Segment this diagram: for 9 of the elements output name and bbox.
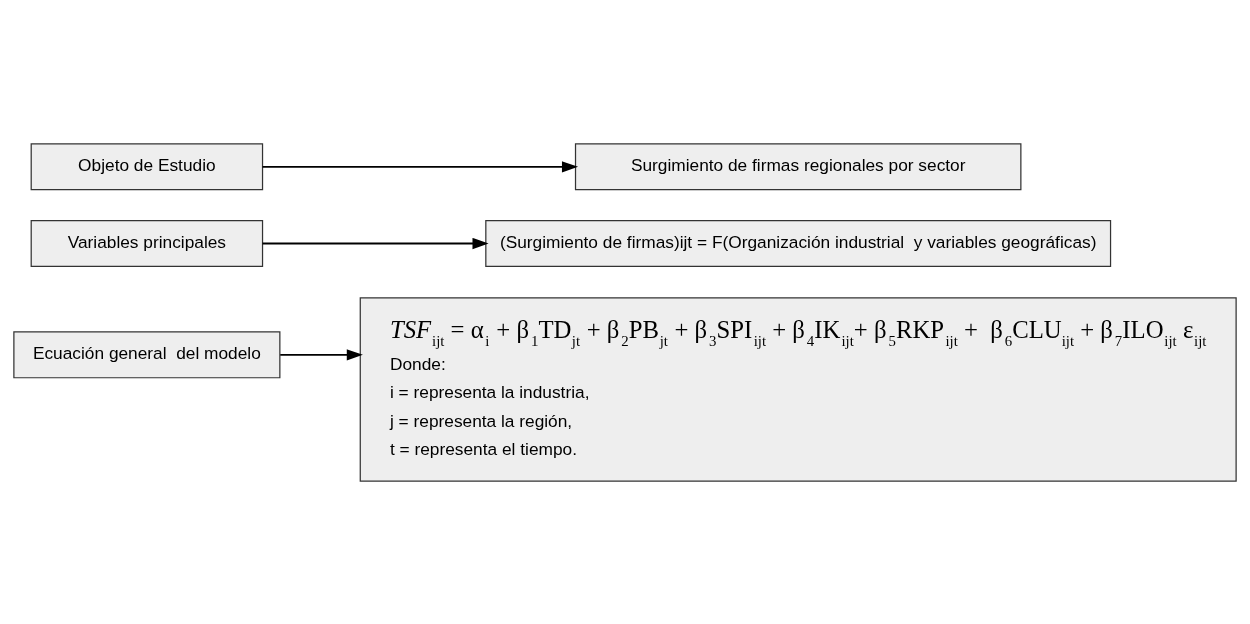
node-box: TSF$_{ijt}$ = α$_{i}$ + β$_{1}$TD$_{jt}$ + β$_{2}$PB$_{jt}$ + β$_{3}$SPI$_{ijt}$ + β$_{4}$IK$_{ijt}$+ β$_{5}$RKP$_{ijt}$ + β$_{6}$CLU$_{ijt}$ + β$_{7}$ILO$_{ijt}$ ε$_{ijt}$ Donde: i = representa la industria, j = representa la región, t = representa el tiempo. — [359, 296, 1237, 482]
arrow — [261, 160, 579, 172]
arrow — [279, 348, 363, 360]
node-box: Objeto de Estudio — [30, 142, 264, 190]
node-box: (Surgimiento de firmas)ijt = F(Organización industrial y variables geográficas) — [485, 219, 1112, 267]
arrow — [261, 237, 489, 249]
node-box: Variables principales — [30, 219, 264, 267]
node-box: Ecuación general del modelo — [13, 330, 281, 378]
node-box: Surgimiento de firmas regionales por sector — [574, 142, 1022, 190]
